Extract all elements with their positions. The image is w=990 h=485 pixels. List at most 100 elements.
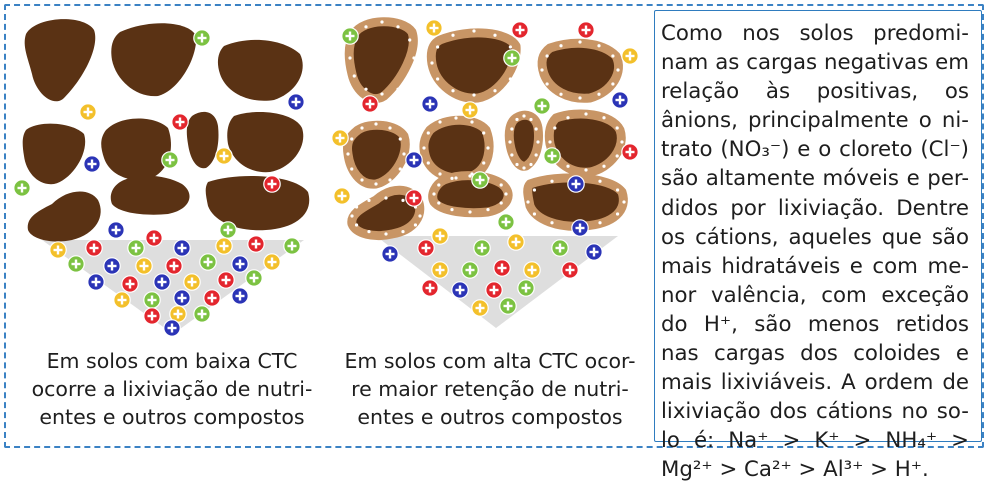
film-charge-dot [622,200,626,204]
blue-cation-icon [231,287,249,305]
blue-cation-icon [87,273,105,291]
high-ctc-caption: Em solos com alta CTC ocor- re maior ret… [330,347,650,431]
red-cation-icon [145,229,163,247]
green-cation-icon [503,49,521,67]
film-charge-dot [348,56,352,60]
film-charge-dot [615,154,619,158]
green-cation-icon [543,147,561,165]
green-cation-icon [497,213,515,231]
film-charge-dot [360,178,364,182]
explanation-line: os cátions, aqueles que são [661,224,969,250]
film-charge-dot [515,117,519,122]
film-charge-dot [602,116,606,120]
blue-cation-icon [173,239,191,257]
red-cation-icon [203,289,221,307]
film-charge-dot [432,192,436,196]
red-cation-icon [247,235,265,253]
yellow-cation-icon [621,47,639,65]
film-charge-dot [522,166,526,170]
film-charge-dot [532,188,537,192]
blue-cation-icon [173,289,191,307]
red-cation-icon [361,95,379,113]
low-ctc-caption: Em solos com baixa CTC ocorre a lixiviaç… [12,347,332,431]
ion-group-high-ctc [331,19,639,317]
green-cation-icon [517,279,535,297]
film-charge-dot [398,137,402,141]
film-charge-dot [367,229,371,234]
green-cation-icon [219,221,237,239]
film-charge-dot [454,116,458,120]
film-charge-dot [384,232,388,236]
film-charge-dot [374,182,378,186]
film-charge-dot [413,223,418,227]
explanation-text: Como nos solos predomi- nam as cargas ne… [661,19,969,485]
film-charge-dot [529,117,533,122]
film-charge-dot [598,179,602,183]
film-charge-dot [354,205,359,209]
film-charge-dot [354,223,359,227]
film-charge-dot [470,172,474,176]
blue-cation-icon [567,175,585,193]
explanation-line: relação às positivas, os [661,79,969,105]
film-charge-dot [559,44,563,48]
green-cation-icon [499,297,517,315]
red-cation-icon [511,21,529,39]
film-charge-dot [615,126,619,130]
red-cation-icon [85,239,103,257]
film-charge-dot [536,140,540,144]
explanation-line: Mg²⁺ > Ca²⁺ > Al³⁺ > H⁺. [661,457,929,483]
red-cation-icon [165,257,183,275]
yellow-cation-icon [507,233,525,251]
film-charge-dot [384,196,388,200]
film-charge-dot [616,68,620,72]
film-charge-dot [499,201,503,205]
film-charge-dot [436,77,440,81]
film-charge-dot [548,140,552,144]
film-charge-dot [584,112,588,116]
film-charge-dot [472,29,476,33]
red-cation-icon [171,113,189,131]
yellow-cation-icon [79,103,97,121]
explanation-line: nam as cargas negativas em [661,50,969,76]
soil-aggregates [22,19,310,242]
green-cation-icon [13,179,31,197]
film-charge-dot [620,140,624,144]
red-cation-icon [143,307,161,325]
film-charge-dot [482,131,486,135]
yellow-cation-icon [333,187,351,205]
red-cation-icon [621,143,639,161]
film-charge-dot [412,56,416,60]
film-charge-dot [486,207,490,212]
film-charge-dot [367,198,371,203]
yellow-cation-icon [135,257,153,275]
explanation-line: do H⁺, são menos retidos [661,311,969,337]
film-charge-dot [350,167,354,171]
film-charge-dot [615,212,620,216]
green-cation-icon [473,239,491,257]
film-charge-dot [408,74,412,78]
film-charge-dot [515,162,519,167]
film-charge-dot [493,89,497,93]
film-charge-dot [346,152,350,156]
red-cation-icon [493,259,511,277]
green-cation-icon [551,239,569,257]
dashed-frame [4,4,984,448]
film-charge-dot [401,229,405,234]
blue-cation-icon [103,257,121,275]
film-charge-dot [578,40,582,44]
red-cation-icon [421,279,439,297]
explanation-line: lo é: Na⁺ > K⁺ > NH₄⁺ > [661,428,969,454]
film-charge-dot [493,33,497,37]
green-cation-icon [193,305,211,323]
film-charge-dot [499,183,503,187]
film-charge-dot [510,153,514,157]
green-cation-icon [461,261,479,279]
explanation-line: nas cargas dos coloides e [661,341,969,367]
soil-aggregates-with-water-film [343,17,628,241]
red-cation-icon [577,21,595,39]
film-charge-dot [380,20,384,24]
blue-cation-icon [451,281,469,299]
caption-line: entes e outros compostos [39,405,305,429]
film-charge-dot [566,116,570,120]
film-charge-dot [615,188,620,192]
